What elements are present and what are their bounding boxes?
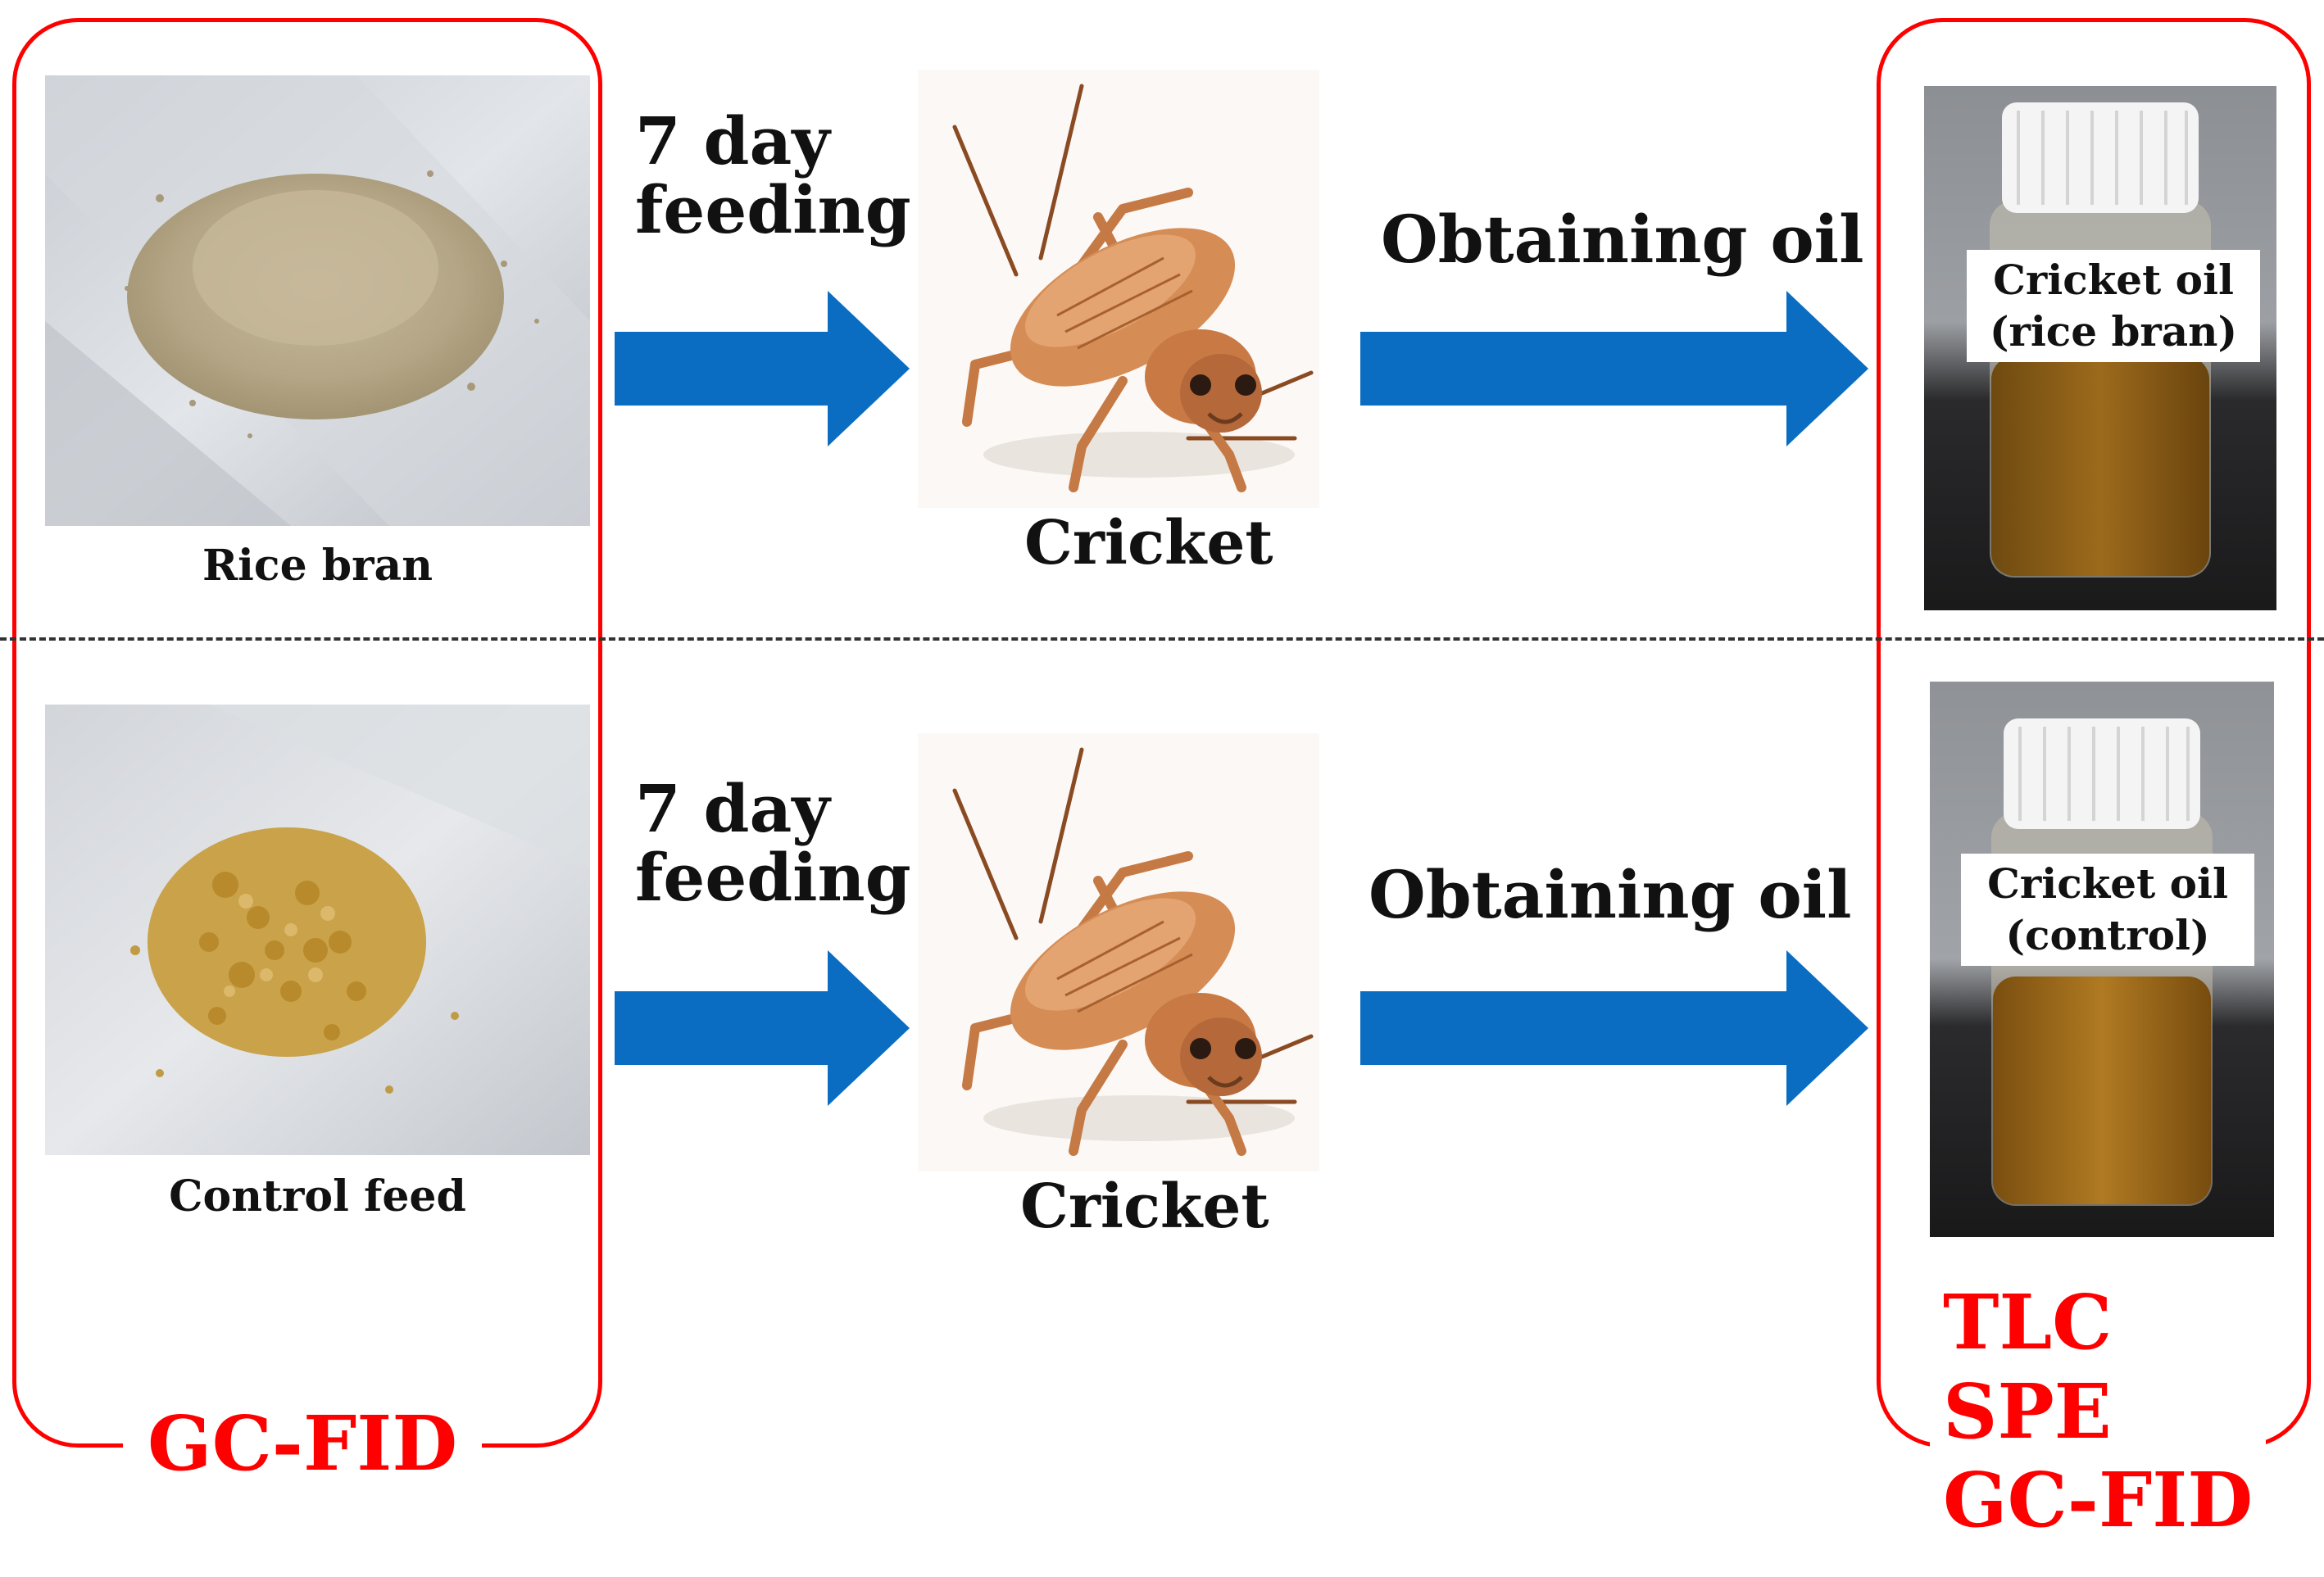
feed-photo-rice-bran bbox=[45, 75, 590, 526]
arrow-right-icon bbox=[615, 291, 910, 446]
feed-label-rice-bran: Rice bran bbox=[202, 541, 433, 591]
feed-label-control-feed: Control feed bbox=[169, 1171, 466, 1221]
arrow-right-icon bbox=[1360, 950, 1868, 1106]
powder-pile-icon bbox=[45, 75, 590, 526]
cricket-icon bbox=[918, 733, 1319, 1171]
oil-label-rice-bran: Cricket oil (rice bran) bbox=[1967, 250, 2260, 362]
arrow-right-icon bbox=[615, 950, 910, 1106]
step-obtaining-oil-text: Obtaining oil bbox=[1381, 201, 1864, 278]
oil-label-control: Cricket oil (control) bbox=[1961, 854, 2254, 966]
step-feeding-text: 7 day feeding bbox=[635, 770, 911, 916]
arrow-right-icon bbox=[1360, 291, 1868, 446]
cricket-photo bbox=[918, 733, 1319, 1171]
step-feeding-text: 7 day feeding bbox=[635, 102, 911, 248]
animal-label-cricket: Cricket bbox=[1020, 1171, 1269, 1242]
step-obtaining-oil-text: Obtaining oil bbox=[1369, 856, 1852, 933]
method-spe: SPE bbox=[1943, 1366, 2112, 1456]
cricket-photo bbox=[918, 70, 1319, 508]
left-method-label: GC-FID bbox=[123, 1406, 483, 1481]
right-method-list: TLC SPE GC-FID bbox=[1930, 1278, 2267, 1545]
method-tlc: TLC bbox=[1943, 1278, 2113, 1366]
cricket-icon bbox=[918, 70, 1319, 508]
powder-pile-icon bbox=[45, 705, 590, 1155]
method-gc-fid: GC-FID bbox=[1943, 1456, 2254, 1545]
animal-label-cricket: Cricket bbox=[1024, 508, 1273, 578]
row-divider bbox=[0, 637, 2324, 641]
feed-photo-control-feed bbox=[45, 705, 590, 1155]
